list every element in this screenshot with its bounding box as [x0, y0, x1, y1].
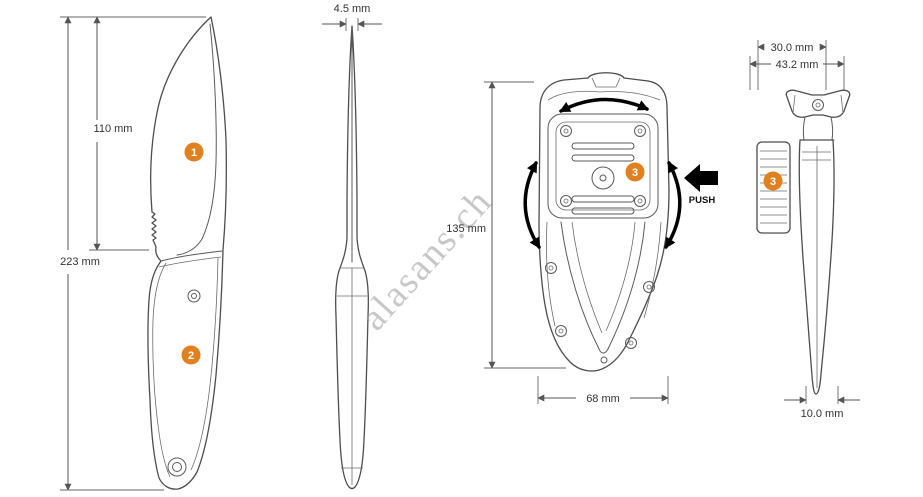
dimension-label: 43.2 mm — [776, 59, 819, 71]
sheath-side-contour-left — [545, 221, 556, 327]
dimension-overall-width: 43.2 mm — [749, 56, 845, 90]
dimension-label: 135 mm — [446, 223, 486, 235]
callout-marker-1: 1 — [184, 142, 204, 162]
dimension-sheath-thickness: 10.0 mm — [784, 386, 860, 420]
clip-knob-wing-line — [840, 94, 844, 114]
dimension-label: 110 mm — [94, 123, 133, 135]
plate-screw-inner — [563, 128, 569, 134]
plate-slot — [571, 207, 635, 215]
lanyard-hole — [167, 457, 187, 477]
plate-screw-inner — [637, 198, 643, 204]
callout-number: 1 — [191, 147, 197, 159]
rotation-arrow-top-icon — [559, 97, 650, 113]
dimension-clip-width: 30.0 mm — [757, 40, 827, 90]
sheath-side-contour-right — [643, 221, 662, 319]
dimension-label: 223 mm — [60, 256, 100, 268]
handle-screw-hole — [187, 289, 201, 303]
clip-hub-inner — [815, 102, 821, 108]
dimension-sheath-width: 68 mm — [537, 376, 669, 405]
lanyard-hole-inner — [172, 462, 182, 472]
callout-circle — [625, 162, 645, 182]
watermark: alasans.ch — [352, 180, 500, 338]
callout-marker-2: 2 — [181, 345, 201, 365]
sheath-rivet-inner — [548, 265, 554, 271]
callout-number: 3 — [632, 167, 638, 179]
dimension-label: 68 mm — [586, 393, 620, 405]
clip-knob-wing-line — [792, 94, 796, 114]
push-label: PUSH — [689, 195, 716, 206]
sheath-rivet-inner — [558, 328, 564, 334]
push-arrow-icon — [684, 164, 718, 192]
rotation-arrow-right-icon — [664, 161, 682, 249]
bolster-line-2 — [158, 256, 222, 268]
plate-slot — [571, 154, 635, 162]
sheath-front-outline — [538, 72, 670, 372]
callout-circle — [181, 345, 201, 365]
dimension-label: 30.0 mm — [771, 42, 814, 54]
knife-side-view — [334, 25, 370, 490]
handle-scale-contour-left — [152, 262, 171, 478]
plate-screw-inner — [563, 198, 569, 204]
pivot-center-dot — [599, 174, 607, 182]
belt-clip-knob-outline — [785, 89, 851, 118]
pivot-circle — [591, 166, 615, 190]
drain-hole — [600, 356, 608, 364]
sheath-edge-outline — [798, 139, 835, 395]
dimension-blade-length: 110 mm — [60, 16, 206, 251]
sheath-rivet — [555, 325, 567, 337]
belt-hook-notch — [591, 77, 621, 88]
callout-marker-3-side: 3 — [763, 171, 783, 191]
sheath-rivet-inner — [646, 284, 652, 290]
sheath-front-view: PUSH 3 — [523, 72, 718, 372]
plate-screw — [634, 125, 646, 137]
knife-profile-outline — [334, 25, 370, 490]
dimension-blade-thickness: 4.5 mm — [322, 3, 382, 31]
bolster-line — [160, 250, 223, 262]
dimension-total-length: 223 mm — [60, 16, 164, 491]
clip-stem-right — [830, 116, 834, 141]
clip-hub — [812, 99, 824, 111]
plate-screw — [634, 195, 646, 207]
plate-screw-inner — [637, 128, 643, 134]
sheath-rivet — [625, 337, 637, 349]
blade-pocket-right — [607, 221, 646, 350]
plate-slot — [571, 142, 635, 150]
sheath-side-view: 3 — [756, 89, 851, 395]
belt-clip-plate — [547, 113, 659, 219]
knife-front-outline — [147, 16, 228, 490]
dimension-label: 4.5 mm — [334, 3, 371, 15]
belt-clip-plate-inner — [555, 121, 651, 211]
sheath-rivet-inner — [628, 340, 634, 346]
plate-slot — [571, 195, 635, 203]
knife-front-view: 1 2 — [147, 16, 228, 490]
callout-circle — [184, 142, 204, 162]
plate-screw — [560, 195, 572, 207]
rotation-arrow-left-icon — [523, 161, 541, 249]
handle-scale-contour-right — [190, 257, 219, 471]
blade-pocket-inner-right — [605, 221, 636, 332]
sheath-rivet — [545, 262, 557, 274]
clip-stem-left — [802, 116, 806, 141]
blade-grind-line — [176, 23, 217, 256]
plate-screw — [560, 125, 572, 137]
sheath-top-contour — [547, 90, 661, 101]
callout-marker-3-front: 3 — [625, 162, 645, 182]
clip-plate-edge — [756, 141, 791, 234]
handle-screw-hole-inner — [191, 293, 197, 299]
dimension-label: 10.0 mm — [801, 408, 844, 420]
callout-number: 3 — [770, 176, 776, 188]
blade-pocket-inner-left — [571, 221, 603, 334]
callout-number: 2 — [188, 350, 194, 362]
dimension-sheath-height: 135 mm — [446, 81, 566, 369]
callout-circle — [763, 171, 783, 191]
sheath-rivet — [643, 281, 655, 293]
blade-pocket-tip — [599, 348, 609, 354]
blade-pocket-left — [560, 221, 601, 352]
